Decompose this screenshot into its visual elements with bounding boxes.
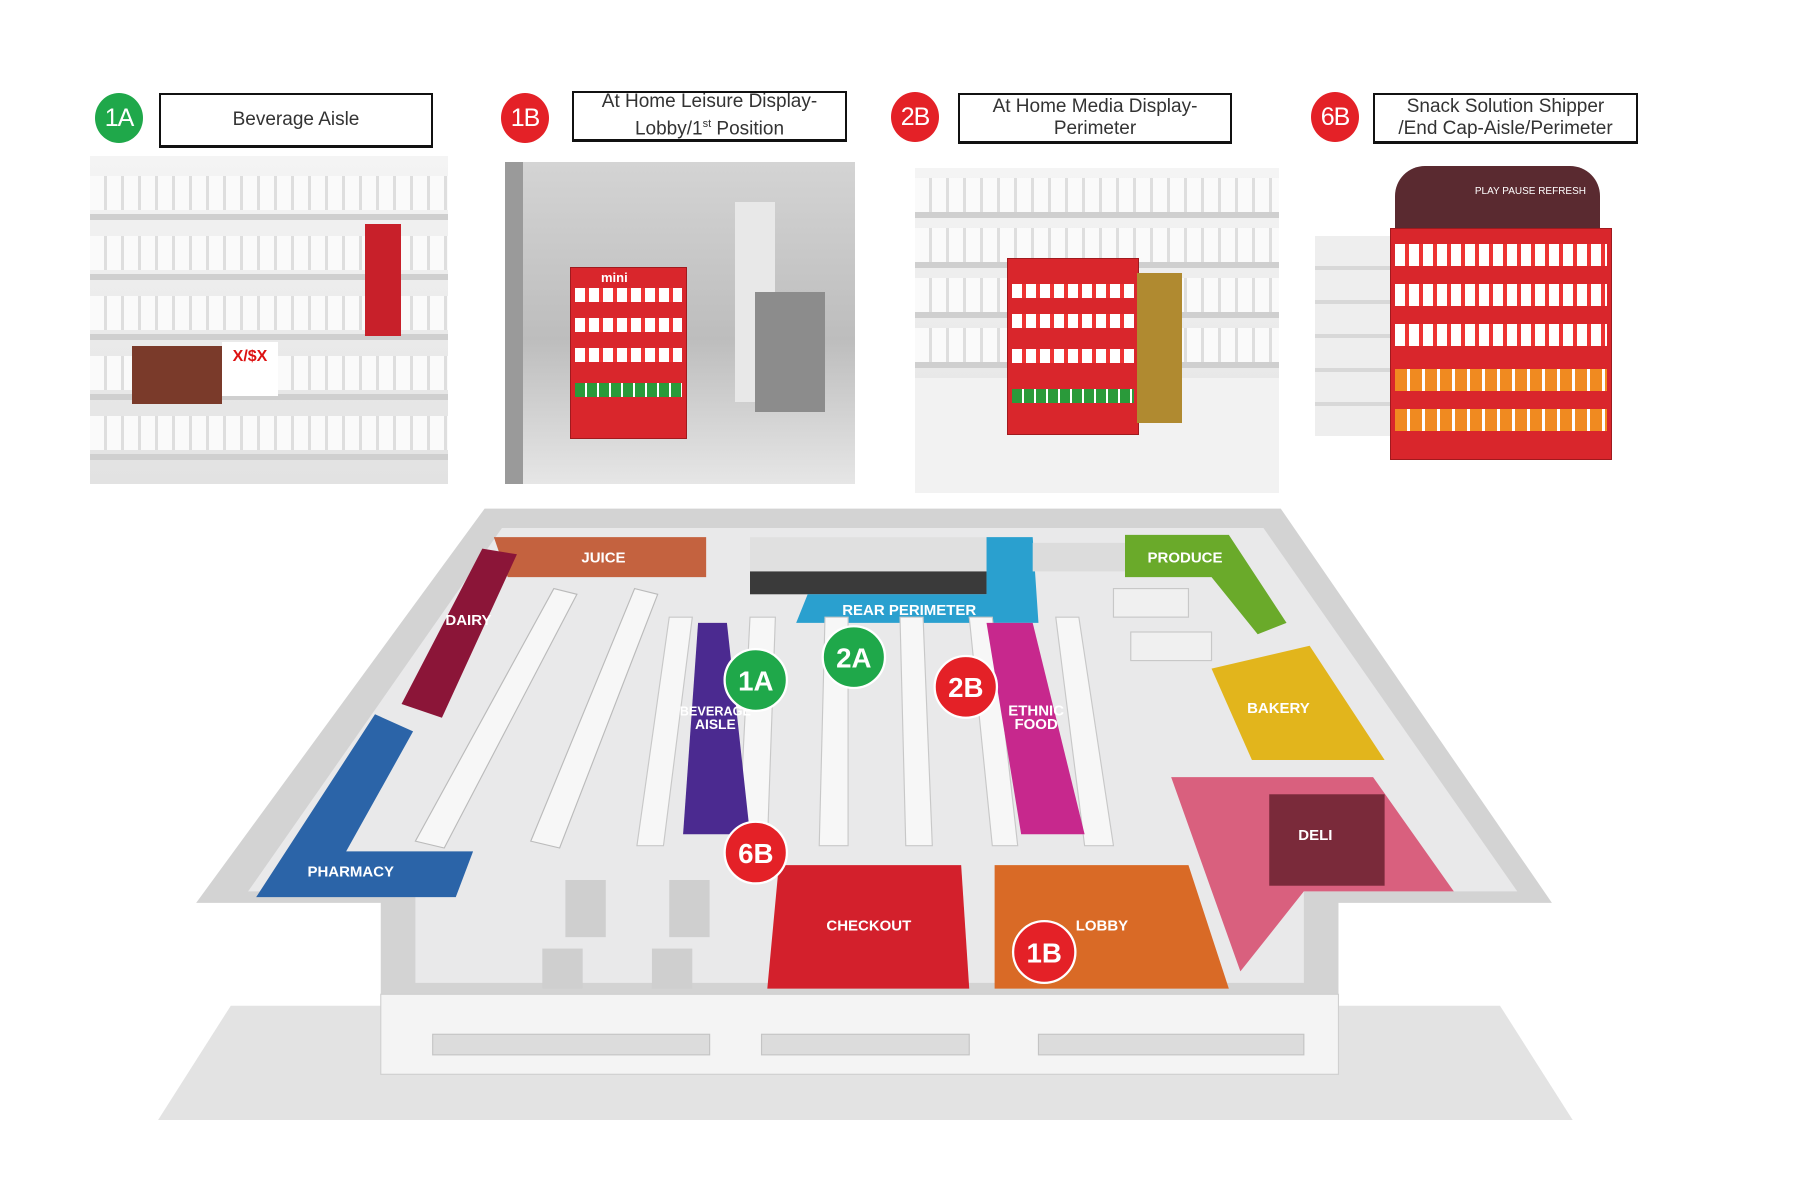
zone-label-pharmacy: PHARMACY [307, 864, 394, 881]
label-at-home-leisure-display: At Home Leisure Display- Lobby/1st Posit… [572, 91, 847, 142]
badge-6b: 6B [1311, 92, 1359, 142]
badge-1b: 1B [501, 93, 549, 143]
svg-text:2A: 2A [836, 643, 871, 674]
shelf-poster [365, 224, 401, 336]
marker-2b: 2B [933, 654, 999, 719]
zone-pharmacy [256, 714, 474, 898]
label-at-home-media-display: At Home Media Display-Perimeter [958, 93, 1232, 144]
photo-lobby-display: mini [505, 162, 855, 484]
shelf-long-1 [414, 587, 578, 849]
shelf-long-2 [529, 587, 659, 849]
zone-label-ethnic: ETHNIC [1008, 702, 1064, 719]
zone-juice [493, 537, 707, 578]
mini-display [1007, 258, 1139, 435]
zone-label-dairy: DAIRY [445, 612, 491, 629]
label-line2: Lobby/1 [634, 118, 703, 140]
label-line2: /End Cap-Aisle/Perimeter [1398, 118, 1613, 139]
marker-6b: 6B [723, 820, 789, 885]
snack-display [1137, 273, 1182, 423]
zone-label-deli: DELI [1298, 827, 1332, 844]
zone-label-beverage: BEVERAGE [680, 704, 751, 718]
zone-checkout [767, 865, 970, 989]
marker-1a: 1A [723, 648, 789, 712]
zone-label-food: FOOD [1015, 716, 1059, 733]
zone-label-lobby: LOBBY [1076, 917, 1128, 934]
shipper-display [1390, 228, 1612, 460]
label-snack-solution-shipper: Snack Solution Shipper/End Cap-Aisle/Per… [1373, 93, 1638, 144]
photo-beverage-aisle: X/$X [90, 156, 448, 484]
shelf-strip [132, 346, 222, 404]
mini-text: mini [601, 270, 628, 285]
zone-ethnic-food [986, 622, 1085, 835]
zone-label-rear-perimeter: REAR PERIMETER [842, 602, 976, 619]
svg-text:2B: 2B [948, 672, 983, 703]
label-line2: Perimeter [1053, 118, 1137, 139]
zone-label-bakery: BAKERY [1247, 700, 1310, 717]
shipper-header: PLAY PAUSE REFRESH [1395, 166, 1600, 228]
zone-label-checkout: CHECKOUT [826, 917, 911, 934]
badge-2b: 2B [891, 92, 939, 142]
label-line1: At Home Media Display- [992, 96, 1198, 117]
zone-bakery [1211, 645, 1385, 760]
photo-media-display [915, 168, 1279, 493]
zone-dairy [401, 548, 517, 718]
photo-snack-shipper: PLAY PAUSE REFRESH [1315, 166, 1639, 484]
label-line1: Snack Solution Shipper [1406, 96, 1605, 117]
label-line2-end: Position [711, 118, 785, 140]
marker-1b: 1B [1011, 920, 1077, 984]
zone-label-juice: JUICE [581, 549, 625, 566]
svg-text:1A: 1A [738, 665, 773, 696]
marker-2a: 2A [821, 625, 887, 690]
zone-label-aisle: AISLE [695, 717, 736, 732]
label-sup: st [702, 118, 712, 131]
center-aisles [636, 616, 1115, 847]
svg-text:6B: 6B [738, 838, 773, 869]
play-text: PLAY PAUSE REFRESH [1474, 186, 1586, 197]
label-beverage-aisle: Beverage Aisle [159, 93, 433, 148]
zone-beverage-aisle [683, 622, 750, 835]
label-text: Beverage Aisle [232, 109, 360, 130]
zone-label-produce: PRODUCE [1148, 549, 1223, 566]
label-line1: At Home Leisure Display- [601, 91, 818, 113]
svg-text:1B: 1B [1027, 937, 1062, 968]
carts [542, 880, 710, 989]
zone-produce [1125, 534, 1287, 635]
price-tag: X/$X [222, 342, 278, 396]
badge-1a: 1A [95, 93, 143, 143]
mini-display: mini [570, 267, 687, 439]
zone-rear-perimeter [796, 537, 1039, 623]
